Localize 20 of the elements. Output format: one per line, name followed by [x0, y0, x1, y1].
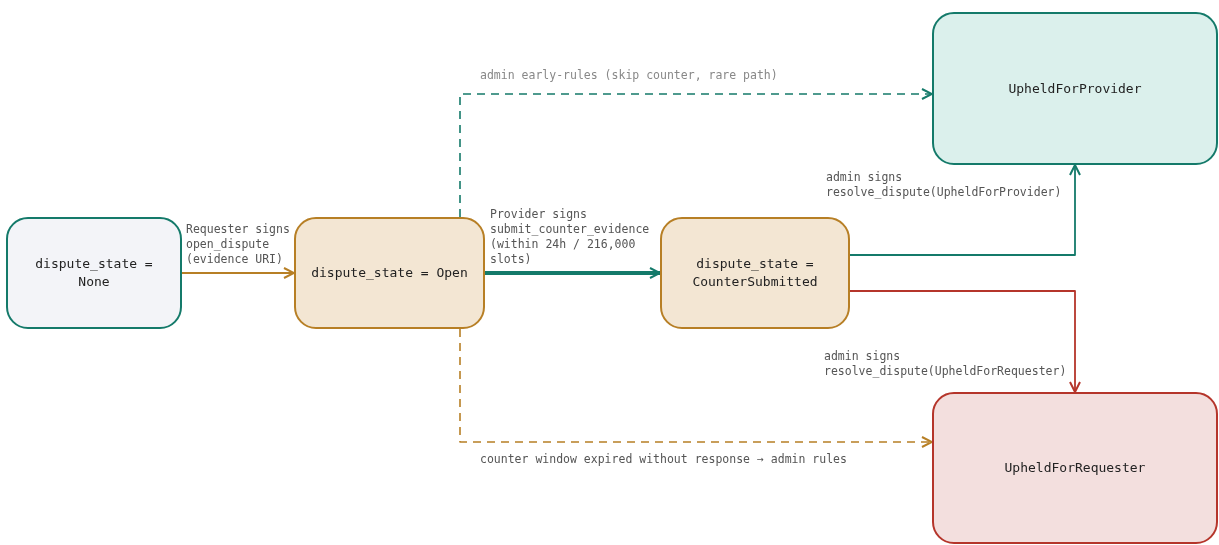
edge-label: admin early-rules (skip counter, rare path)	[480, 68, 778, 83]
edge-label: counter window expired without response → admin rules	[480, 452, 847, 467]
state-label: UpheldForRequester	[1003, 459, 1147, 477]
state-box	[932, 392, 1218, 544]
state-label: dispute_state = None	[34, 255, 154, 291]
state-label: dispute_state = CounterSubmitted	[691, 255, 819, 291]
state-box	[660, 217, 850, 329]
state-box	[294, 217, 485, 329]
arrow	[849, 290, 1081, 393]
arrow	[181, 267, 295, 279]
state-box	[932, 12, 1218, 165]
edge-label: admin signs resolve_dispute(UpheldForRequester)	[824, 349, 1067, 379]
state-label: UpheldForProvider	[1007, 79, 1143, 98]
edge-label: Requester signs open_dispute (evidence URI)	[186, 222, 292, 267]
arrow	[485, 267, 661, 279]
arrow	[849, 164, 1081, 256]
state-box	[6, 217, 182, 329]
arrow	[459, 88, 933, 218]
arrow	[459, 328, 933, 448]
state-label: dispute_state = Open	[310, 264, 469, 282]
